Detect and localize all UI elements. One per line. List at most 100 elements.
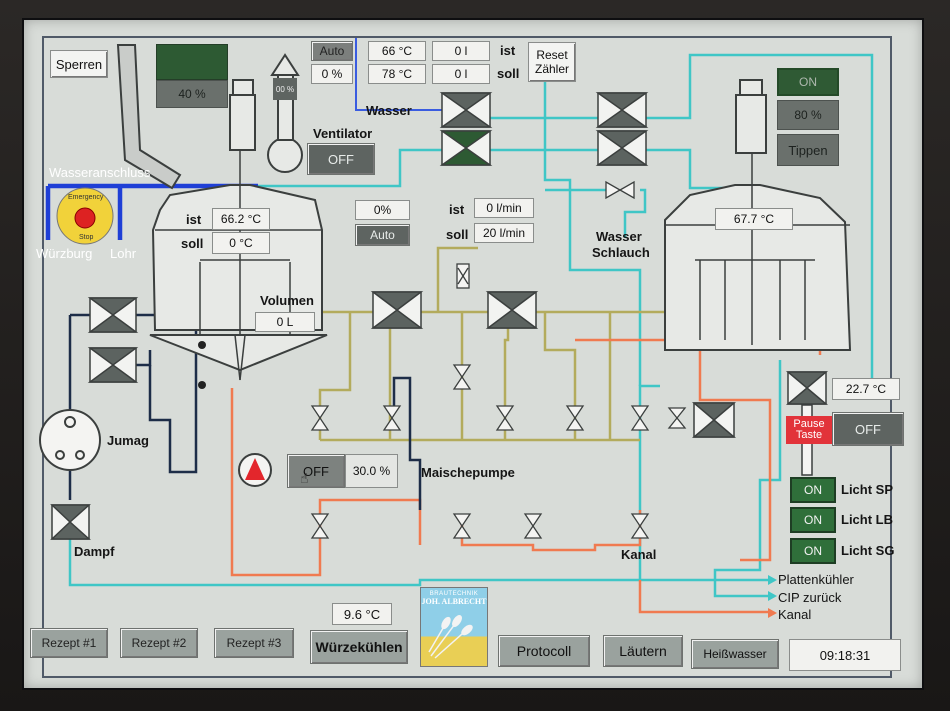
big-valves xyxy=(50,92,829,540)
clock-display: 09:18:31 xyxy=(789,639,901,671)
cip-zurueck-label: CIP zurück xyxy=(778,590,842,605)
valve-jumag-2 xyxy=(87,347,139,383)
arrow-icon-kanal xyxy=(768,608,777,618)
arrow-icon-plattenkuehler xyxy=(768,575,777,585)
tank-soll-label: soll xyxy=(181,236,204,251)
emergency-text: Emergency xyxy=(68,194,104,201)
reset-counter-button[interactable]: Reset Zähler xyxy=(528,42,576,82)
mill-status-indicator xyxy=(156,44,228,80)
valve-small-3 xyxy=(452,364,472,390)
arrow-icon-cip xyxy=(768,591,777,601)
licht-sp-toggle[interactable]: ON xyxy=(790,477,836,503)
valve-small-5 xyxy=(565,405,585,431)
ventilator-label: Ventilator xyxy=(313,126,373,141)
kanal-mid-label: Kanal xyxy=(621,547,657,562)
pipe-blue-thin xyxy=(355,38,445,111)
emergency-stop xyxy=(56,187,114,245)
pause-taste-button[interactable]: Pause Taste xyxy=(786,416,832,444)
wasseranschluss-label: Wasseranschluss xyxy=(49,165,151,180)
heisswasser-button[interactable]: Heißwasser xyxy=(691,639,779,669)
top-soll-label: soll xyxy=(497,66,520,81)
mash-tun xyxy=(149,79,328,372)
rezept-3-button[interactable]: Rezept #3 xyxy=(214,628,294,658)
wheat-icon xyxy=(428,615,473,659)
valve-water-4 xyxy=(595,130,649,166)
valve-water-2 xyxy=(439,130,493,166)
top-pct-value: 0 % xyxy=(311,64,353,84)
mash-pump-icon xyxy=(238,453,272,487)
valve-small-1 xyxy=(310,405,330,431)
tank-ist-label: ist xyxy=(186,212,202,227)
flow-ist-value: 0 l/min xyxy=(474,198,534,218)
valve-small-6 xyxy=(630,405,650,431)
valve-small-4 xyxy=(495,405,515,431)
auto-top-button[interactable]: Auto xyxy=(311,41,353,61)
maischepumpe-off-button[interactable]: OFF xyxy=(287,454,345,488)
valve-hose xyxy=(605,180,635,200)
volumen-label: Volumen xyxy=(260,293,314,308)
valve-small-2 xyxy=(382,405,402,431)
ventilator-pct: 00 % xyxy=(273,78,297,100)
sperren-button[interactable]: Sperren xyxy=(50,50,108,78)
ventilator-off-button[interactable]: OFF xyxy=(307,143,375,175)
volumen-value: 0 L xyxy=(255,312,315,332)
small-valves xyxy=(310,180,687,539)
temp-soll-value: 78 °C xyxy=(368,64,426,84)
licht-sg-toggle[interactable]: ON xyxy=(790,538,836,564)
licht-sp-label: Licht SP xyxy=(841,482,894,497)
top-ist-label: ist xyxy=(500,43,516,58)
tippen-button[interactable]: Tippen xyxy=(777,134,839,166)
mash-tun-outlet-1 xyxy=(198,341,206,349)
jumag-label: Jumag xyxy=(107,433,149,448)
mash-tun-outlet-2 xyxy=(198,381,206,389)
pipe-olive xyxy=(232,246,670,442)
jumag-boiler xyxy=(39,409,101,471)
mid-pct-value: 0% xyxy=(355,200,410,220)
maischepumpe-pct: 30.0 % xyxy=(345,454,398,488)
ventilator-arrow xyxy=(270,53,300,76)
valve-small-11 xyxy=(630,513,650,539)
brautechnik-logo: BRAUTECHNIK JOH. ALBRECHT xyxy=(420,587,488,667)
whirlpool-temp-value: 67.7 °C xyxy=(715,208,793,230)
right-temp2-value: 22.7 °C xyxy=(832,378,900,400)
rezept-2-button[interactable]: Rezept #2 xyxy=(120,628,198,658)
licht-sg-label: Licht SG xyxy=(841,543,895,558)
auto-mid-button[interactable]: Auto xyxy=(355,224,410,246)
vol-soll-value: 0 l xyxy=(432,64,490,84)
grain-chute xyxy=(116,44,182,190)
right-on-indicator[interactable]: ON xyxy=(777,68,839,96)
hand-cursor-icon: ☝ xyxy=(300,470,309,486)
mill-pct: 40 % xyxy=(156,80,228,108)
plattenkuehler-label: Plattenkühler xyxy=(778,572,854,587)
protocoll-button[interactable]: Protocoll xyxy=(498,635,590,667)
laeutern-button[interactable]: Läutern xyxy=(603,635,683,667)
wasser-schlauch-label-1: Wasser xyxy=(596,229,642,244)
valve-small-10 xyxy=(523,513,543,539)
valve-mash-2 xyxy=(485,291,539,329)
valve-right-out xyxy=(785,371,829,405)
logo-line2: JOH. ALBRECHT xyxy=(421,597,487,606)
right-pct-value: 80 % xyxy=(777,100,839,130)
wasser-label: Wasser xyxy=(366,103,412,118)
valve-water-1 xyxy=(439,92,493,128)
valve-mash-1 xyxy=(370,291,424,329)
valve-small-7 xyxy=(667,407,687,429)
dampf-label: Dampf xyxy=(74,544,115,559)
tank-soll-value: 0 °C xyxy=(212,232,270,254)
flow-soll-value: 20 l/min xyxy=(474,223,534,243)
valve-dampf xyxy=(50,504,91,540)
maischepumpe-label: Maischepumpe xyxy=(421,465,515,480)
licht-lb-toggle[interactable]: ON xyxy=(790,507,836,533)
lohr-label: Lohr xyxy=(110,246,137,261)
right-off-button[interactable]: OFF xyxy=(832,412,904,446)
stop-text: Stop xyxy=(79,234,94,241)
tank-ist-value: 66.2 °C xyxy=(212,208,270,230)
valve-small-8 xyxy=(310,513,330,539)
cool-temp-value: 9.6 °C xyxy=(332,603,392,625)
wuerzekuehlen-button[interactable]: Würzekühlen xyxy=(310,630,408,664)
rezept-1-button[interactable]: Rezept #1 xyxy=(30,628,108,658)
wuerzburg-label: Würzburg xyxy=(36,246,93,261)
logo-line1: BRAUTECHNIK xyxy=(429,591,479,597)
valve-cip xyxy=(691,402,737,438)
